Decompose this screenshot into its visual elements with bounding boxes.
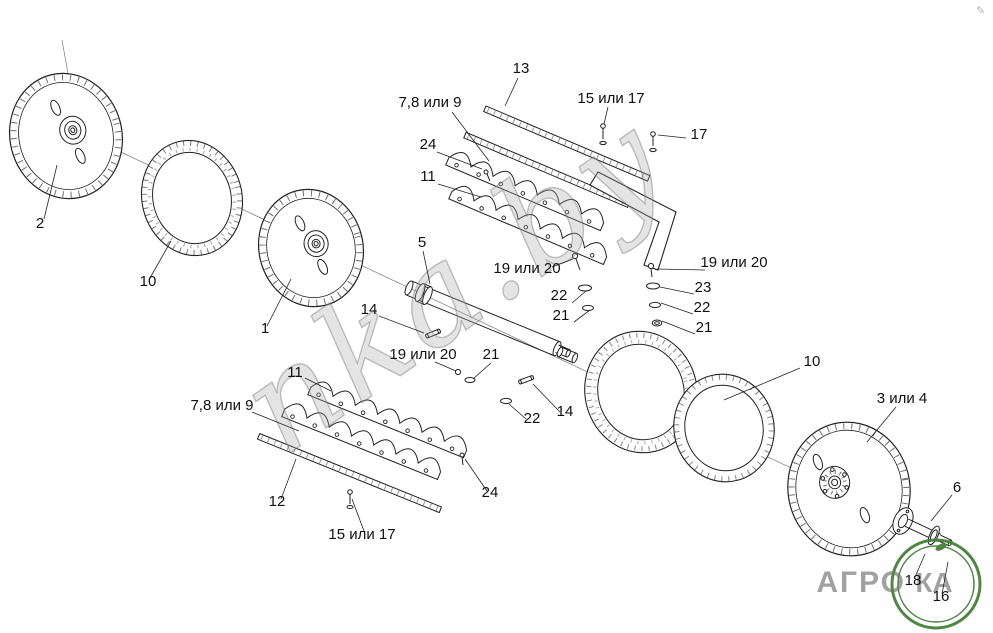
callout-21-left: 21: [553, 307, 570, 324]
shaft-journal: [556, 346, 579, 364]
disc-right: [787, 421, 911, 557]
callout-2: 2: [36, 215, 44, 232]
lower-ledger-strip: [307, 381, 468, 459]
disc-center-hub: [303, 230, 329, 258]
fastener-stack-right: [646, 262, 663, 327]
brand-logo-ring-inner: [897, 545, 975, 623]
callout-11-upper: 11: [420, 168, 436, 185]
loose-fasteners-lower: [454, 368, 512, 405]
callout-22-left: 22: [551, 287, 568, 304]
callout-10-right: 10: [804, 353, 821, 370]
callout-16: 16: [933, 588, 950, 605]
callout-1517-lower: 15 или 17: [328, 526, 395, 543]
disc-left-hub: [59, 115, 87, 145]
disc-center: [257, 188, 365, 308]
brand-logo-text: АГРО: [816, 566, 906, 599]
callout-1920-right: 19 или 20: [700, 254, 767, 271]
brand-logo-ring-outer: [890, 538, 982, 630]
callout-14-upper: 14: [361, 301, 378, 318]
bolt-15-17-upper: [599, 123, 607, 146]
callout-14-lower: 14: [557, 403, 574, 420]
lower-bar-12: [256, 432, 443, 514]
spacer-ring-right-a: [584, 330, 698, 454]
bolt-24-lower: [459, 452, 465, 466]
callout-17: 17: [691, 126, 708, 143]
brand-logo-leaf-icon: [935, 543, 947, 551]
callout-13: 13: [513, 60, 530, 77]
disc-right-hub: [819, 465, 851, 499]
callout-22-lower: 22: [524, 410, 541, 427]
callout-3-4: 3 или 4: [877, 390, 928, 407]
callout-789-lower: 7,8 или 9: [190, 397, 253, 414]
fastener-stack-left: [571, 252, 594, 312]
corner-decoration-icon: ✎: [976, 4, 985, 17]
lower-knife-strip: [281, 403, 442, 481]
upper-bar-13: [482, 105, 651, 182]
callout-11-lower: 11: [287, 364, 303, 381]
callout-18: 18: [905, 572, 922, 589]
knife-holder-bracket: [589, 171, 677, 271]
callout-24-lower: 24: [482, 484, 499, 501]
callout-6: 6: [953, 479, 961, 496]
callout-21-right: 21: [696, 319, 713, 336]
callout-1517-upper: 15 или 17: [577, 90, 644, 107]
disc-left: [8, 72, 124, 200]
callout-24-upper: 24: [420, 136, 437, 153]
lower-knife-bar-assembly: [256, 381, 468, 514]
callout-1920-lower: 19 или 20: [389, 346, 456, 363]
callout-23: 23: [695, 279, 712, 296]
callout-5: 5: [418, 234, 426, 251]
upper-bar-789: [463, 131, 631, 209]
callout-1920-left: 19 или 20: [493, 260, 560, 277]
spacer-ring-left: [140, 139, 244, 257]
bolt-17: [649, 131, 657, 153]
rotor-shaft: [404, 280, 571, 358]
bolt-15-17-lower: [346, 489, 354, 509]
bolt-24-upper: [483, 169, 491, 182]
callout-12: 12: [269, 493, 286, 510]
callout-21-lower: 21: [483, 346, 500, 363]
callout-10-left: 10: [140, 273, 157, 290]
upper-knife-bar-assembly: [445, 105, 651, 266]
callout-789-upper: 7,8 или 9: [398, 94, 461, 111]
upper-knife-strip: [448, 185, 608, 266]
spacer-ring-right-b: [673, 373, 775, 483]
callout-22-right: 22: [694, 299, 711, 316]
pin-14-upper: [425, 328, 441, 339]
callout-1: 1: [261, 320, 269, 337]
leader-lines: [43, 77, 953, 595]
pin-14-lower: [518, 375, 535, 385]
